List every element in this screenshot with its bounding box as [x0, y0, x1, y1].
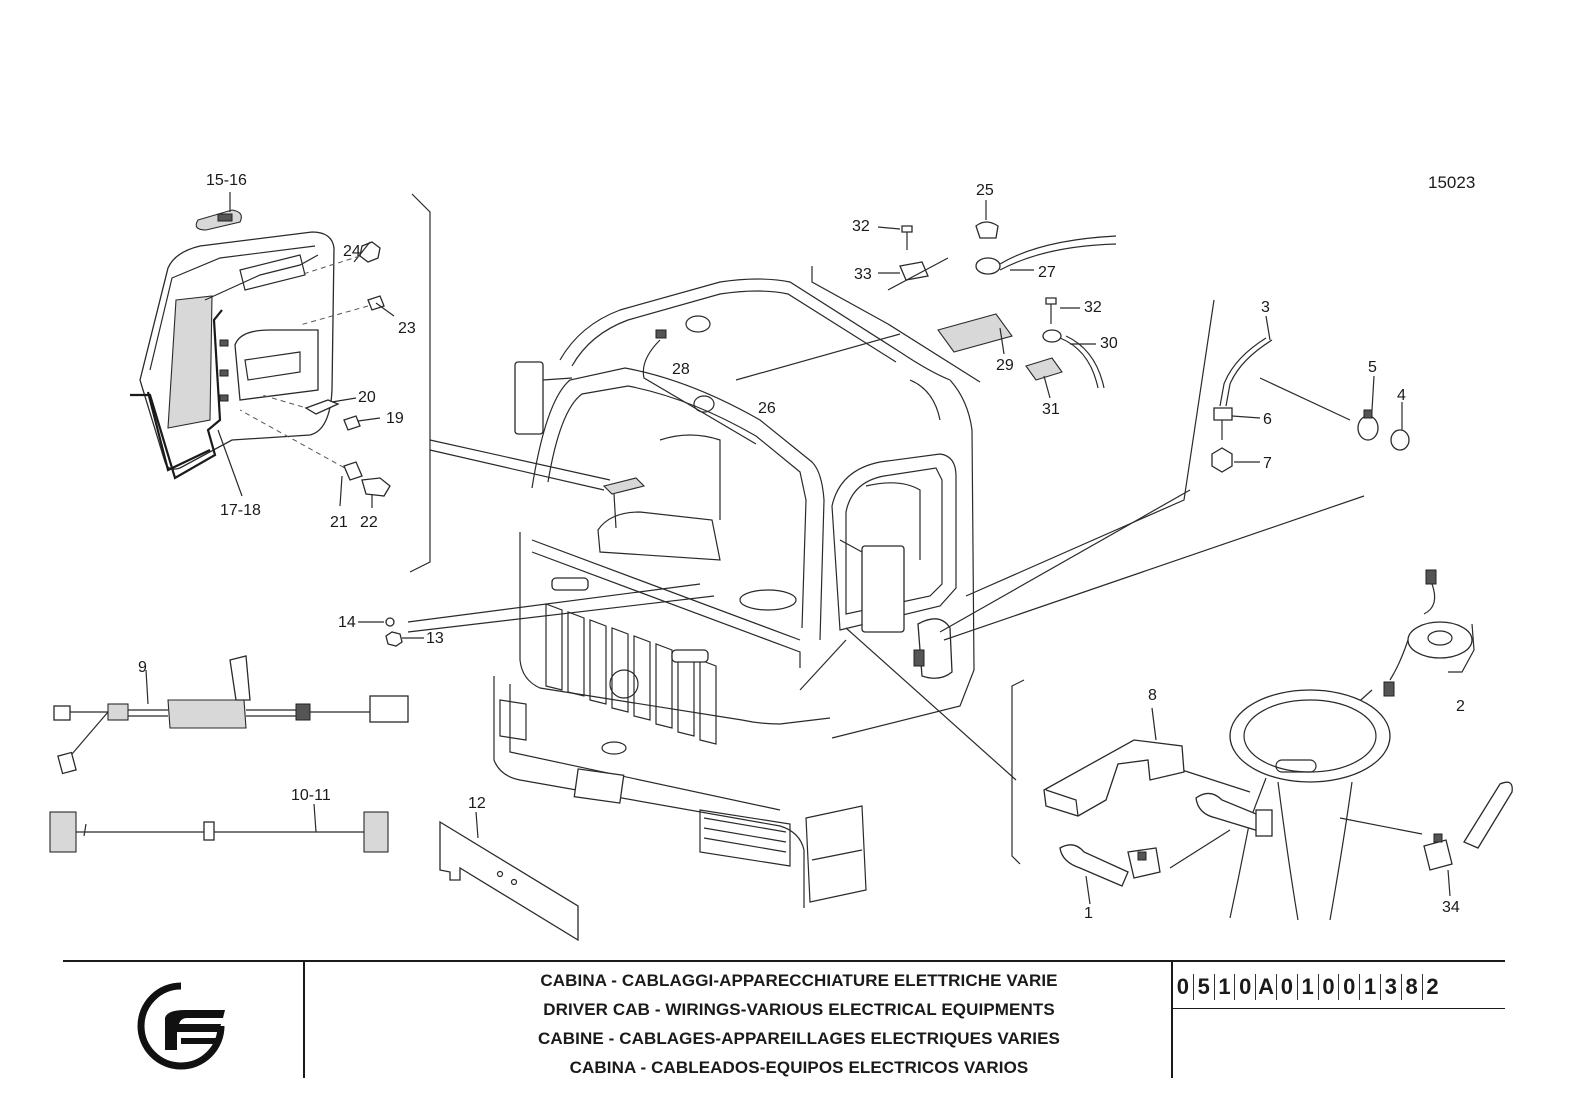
title-english: DRIVER CAB - WIRINGS-VARIOUS ELECTRICAL …	[543, 1000, 1055, 1019]
callout-33: 33	[854, 266, 872, 283]
callout-7: 7	[1263, 455, 1272, 472]
cab-body	[493, 278, 975, 908]
callout-12: 12	[468, 795, 486, 812]
code-char: 1	[1213, 974, 1235, 1000]
callout-32-right: 32	[1084, 299, 1102, 316]
callout-32-top: 32	[852, 218, 870, 235]
code-char: 0	[1176, 974, 1190, 999]
callout-14: 14	[338, 614, 356, 631]
callout-10-11: 10-11	[291, 787, 331, 804]
grille	[545, 603, 717, 745]
code-char: 1	[1296, 974, 1318, 1000]
callout-15-16: 15-16	[206, 172, 247, 189]
code-char: 1	[1359, 974, 1380, 1000]
callout-3: 3	[1261, 299, 1270, 316]
code-char: A	[1255, 974, 1276, 1000]
callout-4: 4	[1397, 387, 1406, 404]
callout-19: 19	[386, 410, 404, 427]
callout-31: 31	[1042, 401, 1060, 418]
code-char: 0	[1234, 974, 1255, 1000]
callout-6: 6	[1263, 411, 1272, 428]
callout-13: 13	[426, 630, 444, 647]
code-char: 0	[1275, 974, 1297, 1000]
callout-25: 25	[976, 182, 994, 199]
roof-parts	[811, 200, 1117, 399]
manufacturer-logo	[137, 982, 225, 1070]
code-char: 3	[1379, 974, 1401, 1000]
callout-ticks	[358, 617, 424, 647]
leader-lines	[407, 299, 1423, 869]
callout-30: 30	[1100, 335, 1118, 352]
callout-2: 2	[1456, 698, 1465, 715]
title-italian: CABINA - CABLAGGI-APPARECCHIATURE ELETTR…	[540, 971, 1058, 990]
code-char: 0	[1317, 974, 1339, 1000]
callout-27: 27	[1038, 264, 1056, 281]
callout-28: 28	[672, 361, 690, 378]
callout-labels: 15-16 24 23 20 19 17-18 21 22 32 33 25 2…	[138, 172, 1465, 922]
code-char: 0	[1338, 974, 1359, 1000]
title-block: CABINA - CABLAGGI-APPARECCHIATURE ELETTR…	[63, 960, 1505, 1078]
callout-21: 21	[330, 514, 348, 531]
callout-8: 8	[1148, 687, 1157, 704]
title-french: CABINE - CABLAGES-APPAREILLAGES ELECTRIQ…	[538, 1029, 1060, 1048]
callout-9: 9	[138, 659, 147, 676]
callout-22: 22	[360, 514, 378, 531]
harness-parts	[49, 655, 579, 942]
code-char: 8	[1400, 974, 1422, 1000]
door-panel-assembly	[130, 192, 431, 573]
drawing-number: 15023	[1428, 173, 1475, 192]
callout-20: 20	[358, 389, 376, 406]
callout-26: 26	[758, 400, 776, 417]
callout-23: 23	[398, 320, 416, 337]
title-list: CABINA - CABLAGGI-APPARECCHIATURE ELETTR…	[368, 966, 1230, 1082]
callout-1: 1	[1084, 905, 1093, 922]
callout-24: 24	[343, 243, 361, 260]
code-char: 2	[1421, 974, 1443, 1000]
code-char: 5	[1192, 974, 1214, 1000]
callout-17-18: 17-18	[220, 502, 261, 519]
callout-5: 5	[1368, 359, 1377, 376]
title-spanish: CABINA - CABLEADOS-EQUIPOS ELECTRICOS VA…	[569, 1058, 1029, 1077]
right-parts	[1043, 315, 1513, 921]
callout-34: 34	[1442, 899, 1460, 916]
drawing-code: 0 5 1 0 A 0 1 0 0 1 3 8 2	[1173, 974, 1442, 1000]
callout-29: 29	[996, 357, 1014, 374]
